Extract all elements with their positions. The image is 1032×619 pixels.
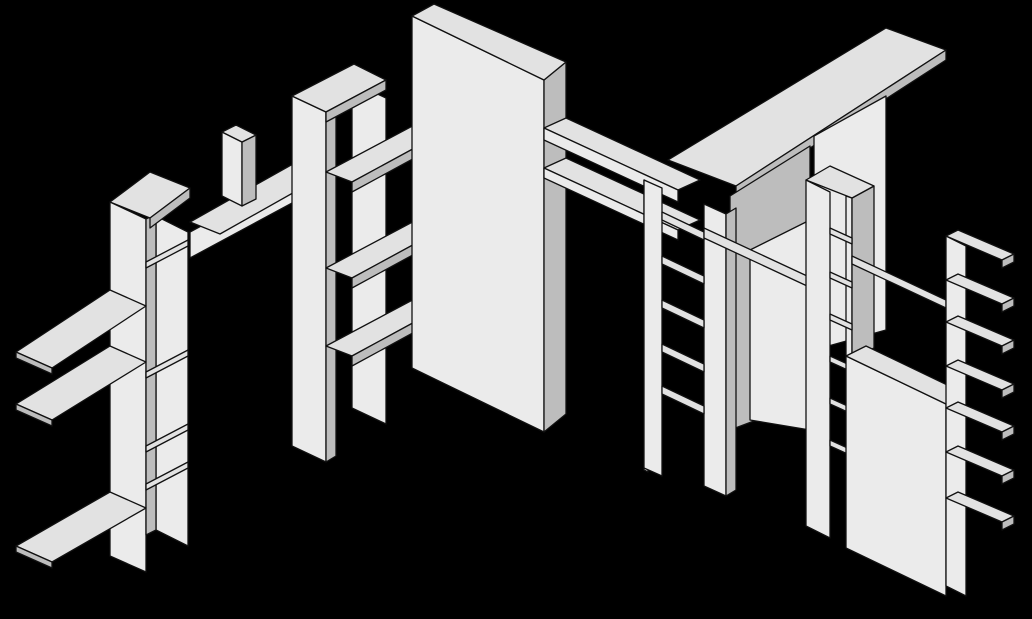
upper-left-beam	[189, 124, 331, 259]
lower-right-panel	[845, 345, 967, 597]
large-panel-top	[411, 3, 567, 81]
large-wall-panel	[411, 3, 567, 433]
bookcase-post-front	[643, 179, 663, 477]
small-vertical-block	[221, 131, 243, 207]
right-center-bookcase	[643, 179, 821, 497]
tower-post-front	[805, 179, 831, 539]
bookcase-shelf	[661, 255, 705, 285]
tower-shelf	[829, 271, 853, 289]
tower-cap	[805, 165, 875, 199]
left-ladder-shelf-unit	[15, 171, 191, 573]
left-ladder-rung	[145, 349, 189, 379]
bookcase-shelf	[661, 343, 705, 373]
large-panel-face	[411, 15, 545, 433]
left-ladder-post-back	[155, 215, 189, 547]
tower-shelf	[829, 313, 853, 331]
bookcase-shelf	[661, 385, 705, 415]
tower-shelf	[829, 227, 853, 245]
large-panel-side	[543, 61, 567, 433]
narrow-tower-unit	[805, 165, 947, 539]
middle-frame-post-left	[291, 95, 327, 463]
left-ladder-rung	[145, 239, 189, 269]
far-right-ladder-unit	[945, 229, 1015, 597]
far-right-post	[945, 235, 967, 597]
bookcase-post-back	[703, 203, 727, 497]
bookcase-shelf	[661, 299, 705, 329]
left-ladder-rung	[145, 423, 189, 453]
left-ladder-rung	[145, 461, 189, 491]
bookcase-shelf	[661, 211, 705, 241]
